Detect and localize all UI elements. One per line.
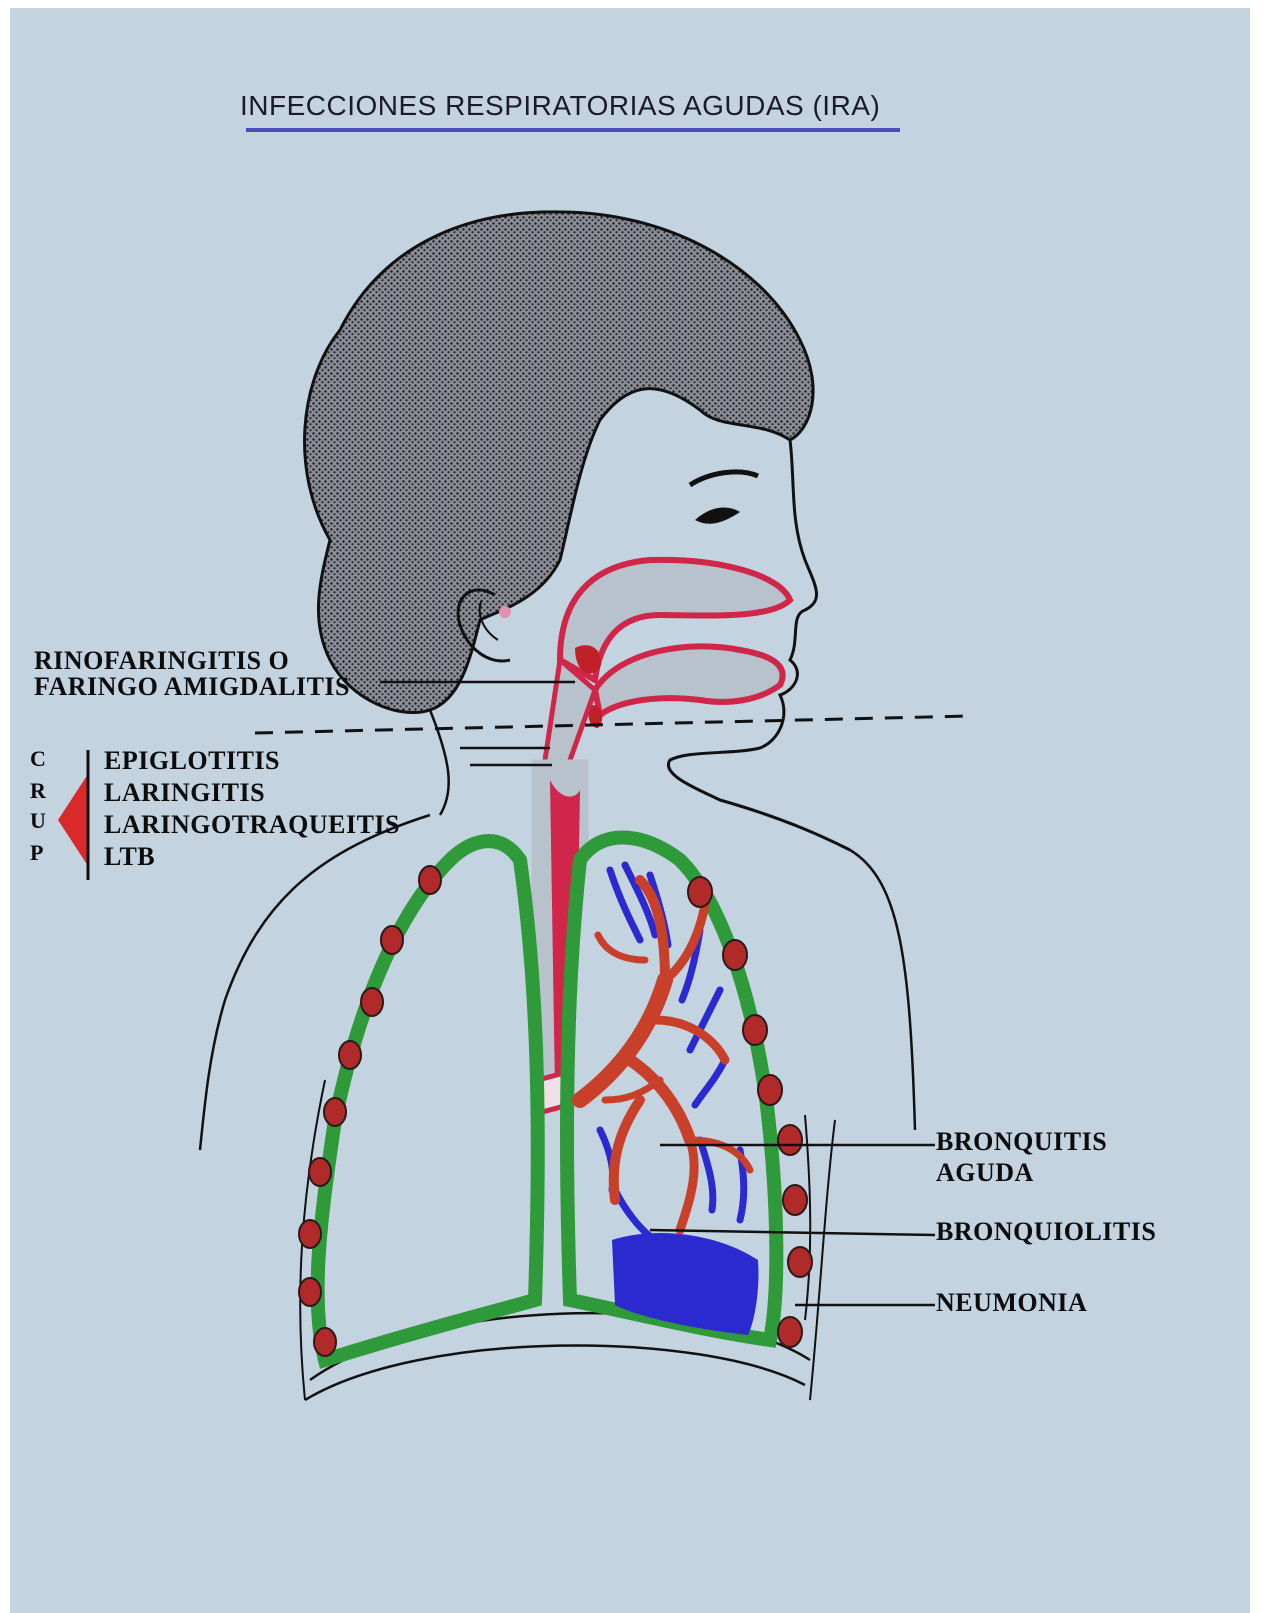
label-faringo-amigdalitis: FARINGO AMIGDALITIS	[34, 672, 350, 702]
label-epiglotitis: EPIGLOTITIS	[104, 746, 280, 776]
diaphragm-lower	[305, 1345, 805, 1400]
oral-cavity	[595, 646, 783, 715]
label-bronquiolitis: BRONQUIOLITIS	[936, 1217, 1156, 1247]
eye	[695, 507, 740, 523]
label-laringotraqueitis: LARINGOTRAQUEITIS	[104, 810, 400, 840]
label-aguda: AGUDA	[936, 1158, 1034, 1188]
label-ltb: LTB	[104, 842, 155, 872]
torso-right	[850, 850, 915, 1130]
crup-letter-p: P	[30, 840, 43, 866]
crup-letter-c: C	[30, 746, 46, 772]
label-bronquitis: BRONQUITIS	[936, 1127, 1107, 1157]
dashed-divider	[255, 716, 970, 733]
rib-right	[810, 1120, 835, 1400]
eyebrow	[690, 472, 758, 485]
neck-back	[430, 710, 449, 815]
crup-arrow	[58, 774, 88, 866]
crup-letter-u: U	[30, 808, 46, 834]
right-lung	[318, 841, 538, 1360]
crup-letter-r: R	[30, 778, 46, 804]
label-laringitis: LARINGITIS	[104, 778, 265, 808]
label-neumonia: NEUMONIA	[936, 1288, 1087, 1318]
